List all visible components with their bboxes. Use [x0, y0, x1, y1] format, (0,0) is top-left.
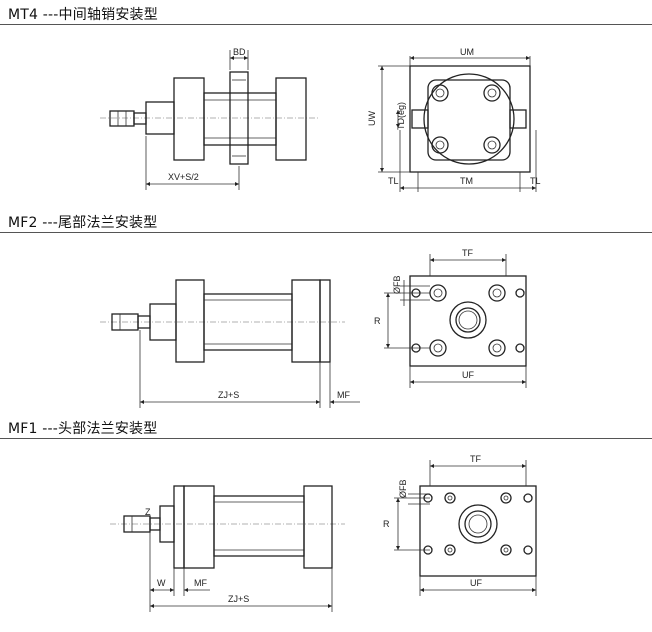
mt4-um-label: UM [460, 47, 474, 57]
mf1-mf-label: MF [194, 578, 207, 588]
rear-flange [319, 279, 331, 363]
mf1-w-label: W [157, 578, 166, 588]
section-title-mt4: MT4 ---中间轴销安装型 [8, 7, 158, 23]
mt4-xv-label: XV+S/2 [168, 172, 199, 182]
mf2-zj-label: ZJ+S [218, 390, 239, 400]
section-title-mf1: MF1 ---头部法兰安装型 [8, 421, 158, 437]
mt4-side-view: BD XV+S/2 [100, 47, 320, 190]
front-flange [173, 485, 185, 569]
mt4-tl-right-label: TL [530, 176, 541, 186]
mf2-mf-label: MF [337, 390, 350, 400]
barrel [203, 92, 277, 146]
piston-rod [133, 112, 147, 125]
mf2-end-view: TF ØFB R UF [374, 248, 527, 388]
section-rule-mf1 [0, 438, 652, 439]
mf1-fb-label: ØFB [398, 479, 408, 498]
mt4-uw-label: UW [367, 111, 377, 126]
section-rule-mf2 [0, 232, 652, 233]
section-rule-mt4 [0, 24, 652, 25]
mf1-zj-label: ZJ+S [228, 594, 249, 604]
end-cover [275, 77, 307, 161]
mf1-tf-label: TF [470, 454, 481, 464]
mt4-bolt-holes [431, 84, 501, 154]
mt4-td-label: TD(eg) [396, 102, 406, 130]
mf2-fb-label: ØFB [392, 275, 402, 294]
mt4-bd-label: BD [233, 47, 246, 57]
mf2-side-view: ZJ+S MF [100, 279, 360, 408]
head-cover [173, 77, 205, 161]
mt4-end-view: UM UW TD(eg) TL TM TL [367, 47, 541, 192]
mf1-r-label: R [383, 519, 390, 529]
mf1-uf-label: UF [470, 578, 482, 588]
mf2-uf-label: UF [462, 370, 474, 380]
mt4-tm-label: TM [460, 176, 473, 186]
mf1-side-view: Z W MF ZJ+S [110, 485, 345, 612]
mf2-flange-holes [411, 284, 525, 357]
mt4-tl-left-label: TL [388, 176, 399, 186]
piston-rod-end [109, 110, 135, 127]
mf1-flange-holes [423, 492, 533, 556]
section-title-mf2: MF2 ---尾部法兰安装型 [8, 215, 158, 231]
mf2-r-label: R [374, 316, 381, 326]
mf1-z-label: Z [145, 507, 151, 517]
mf1-end-view: TF ØFB R UF [383, 454, 537, 596]
mf2-tf-label: TF [462, 248, 473, 258]
trunnion-block [229, 71, 249, 165]
